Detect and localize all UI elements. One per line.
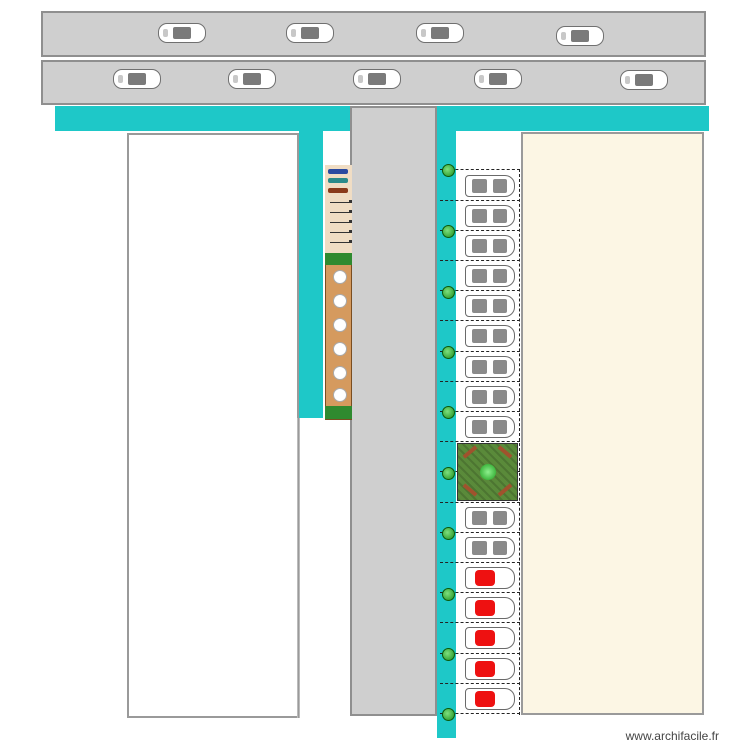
parking-line [440, 200, 520, 201]
parked-car [465, 356, 515, 378]
road-car [286, 23, 334, 43]
parking-edge-line [519, 169, 520, 715]
bike-icon [328, 178, 348, 183]
parking-line [440, 169, 520, 170]
parked-car [465, 235, 515, 257]
tree-icon [442, 225, 455, 238]
bench-icon [327, 364, 351, 382]
road-car [158, 23, 206, 43]
parking-line [440, 622, 520, 623]
garden-bed [325, 406, 352, 419]
parking-line [440, 653, 520, 654]
parked-car [465, 205, 515, 227]
tree-icon [442, 406, 455, 419]
disabled-parking-car [465, 567, 515, 589]
tree-icon [480, 464, 496, 480]
sidewalk-top-right [437, 106, 709, 131]
top-road-upper-lane [41, 11, 706, 57]
bike-rack-icon [330, 230, 352, 239]
bike-icon [328, 169, 348, 174]
bench-icon [327, 340, 351, 358]
parking-line [440, 230, 520, 231]
bench-icon [327, 292, 351, 310]
parking-line [440, 320, 520, 321]
left-building-plot [127, 133, 299, 718]
parked-car [465, 175, 515, 197]
road-car [556, 26, 604, 46]
bench-icon [327, 268, 351, 286]
disabled-parking-car [465, 597, 515, 619]
central-road [350, 106, 437, 716]
tree-icon [442, 648, 455, 661]
parking-line [440, 562, 520, 563]
parked-car [465, 325, 515, 347]
parking-line [440, 260, 520, 261]
bike-icon [328, 188, 348, 193]
tree-icon [442, 286, 455, 299]
parking-line [440, 713, 520, 714]
parking-line [440, 381, 520, 382]
watermark-text: www.archifacile.fr [625, 729, 719, 743]
sidewalk-left-strip [299, 131, 323, 418]
parked-car [465, 416, 515, 438]
parking-line [440, 592, 520, 593]
parked-car [465, 386, 515, 408]
road-car [416, 23, 464, 43]
bike-rack-icon [330, 220, 352, 229]
tree-icon [442, 346, 455, 359]
tree-icon [442, 164, 455, 177]
bike-rack-icon [330, 210, 352, 219]
road-car [113, 69, 161, 89]
parked-car [465, 537, 515, 559]
bench-icon [327, 386, 351, 404]
tree-icon [442, 467, 455, 480]
disabled-parking-car [465, 688, 515, 710]
bike-rack-icon [330, 240, 352, 249]
parking-line [440, 290, 520, 291]
parked-car [465, 265, 515, 287]
road-car [474, 69, 522, 89]
garden-bed [325, 253, 352, 265]
tree-icon [442, 588, 455, 601]
tree-icon [442, 527, 455, 540]
sidewalk-right-strip [437, 131, 456, 738]
parking-line [440, 532, 520, 533]
parking-line [440, 683, 520, 684]
sidewalk-top-left [55, 106, 350, 131]
disabled-parking-car [465, 627, 515, 649]
road-car [228, 69, 276, 89]
road-car [620, 70, 668, 90]
tree-icon [442, 708, 455, 721]
right-building-plot [521, 132, 704, 715]
bench-icon [327, 316, 351, 334]
parking-line [440, 441, 520, 442]
parking-line [440, 502, 520, 503]
parking-line [440, 411, 520, 412]
road-car [353, 69, 401, 89]
parking-line [440, 351, 520, 352]
parked-car [465, 507, 515, 529]
bike-rack-icon [330, 200, 352, 209]
left-plot-divider [297, 418, 300, 718]
disabled-parking-car [465, 658, 515, 680]
parked-car [465, 295, 515, 317]
